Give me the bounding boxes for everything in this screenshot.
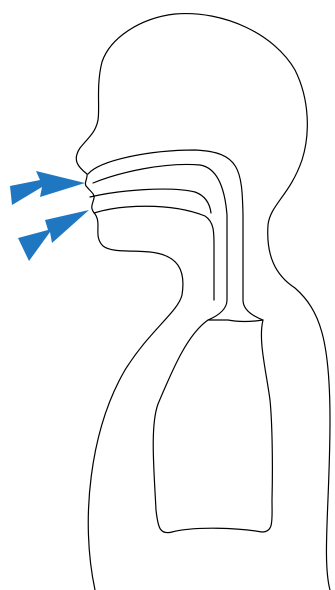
nose-inhale-arrow (10, 171, 85, 205)
lungs (153, 320, 272, 533)
mouth-inhale-arrow (18, 210, 89, 261)
head-and-torso-outline (76, 14, 330, 590)
hard-palate (93, 164, 227, 320)
